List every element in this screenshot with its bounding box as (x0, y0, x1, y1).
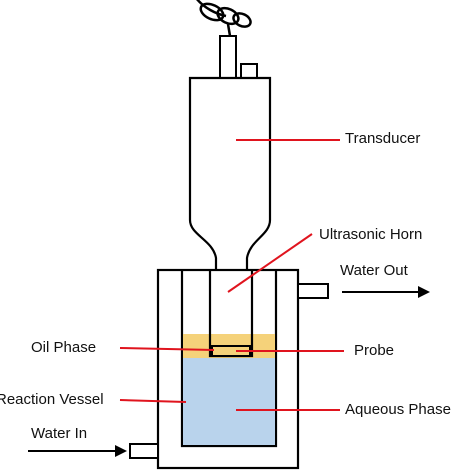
reaction-vessel (180, 270, 278, 448)
leader-ultrasonic-horn (227, 233, 313, 293)
label-water-out: Water Out (340, 262, 408, 279)
label-oil-phase: Oil Phase (31, 339, 97, 356)
label-reaction-vessel: Reaction Vessel (0, 391, 104, 408)
connector-port (240, 63, 258, 80)
leader-oil-phase (119, 347, 215, 351)
water-out-arrow-head (418, 286, 430, 298)
aqueous-phase-layer (183, 358, 275, 445)
label-aqueous-phase: Aqueous Phase (345, 401, 451, 418)
water-in-port (129, 443, 159, 459)
water-in-arrow-head (115, 445, 127, 457)
label-ultrasonic-horn: Ultrasonic Horn (319, 226, 423, 243)
label-water-in: Water In (31, 425, 88, 442)
connector (219, 35, 237, 79)
water-out-port (297, 283, 329, 299)
transducer-body (188, 76, 272, 290)
leader-lines (119, 139, 344, 411)
cable-coil (196, 0, 252, 37)
leader-reaction-vessel (119, 399, 187, 403)
label-transducer: Transducer (345, 130, 421, 147)
label-probe: Probe (354, 342, 395, 359)
flow-arrows (28, 286, 430, 457)
